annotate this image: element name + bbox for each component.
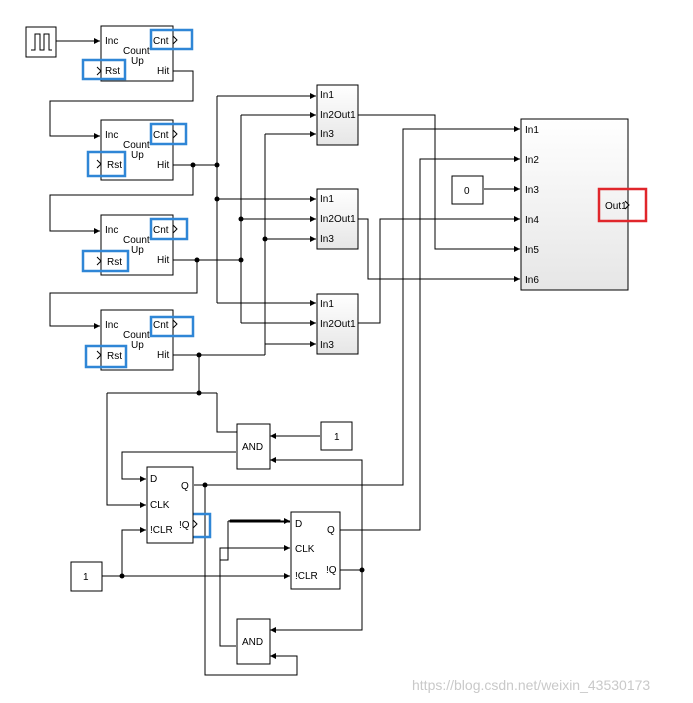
counter-hit-port: Hit (157, 255, 169, 266)
counter-hit-port: Hit (157, 66, 169, 77)
counter-subtitle: Up (131, 245, 144, 256)
selector-out-port: Out1 (334, 319, 356, 330)
counter-hit-port: Hit (157, 350, 169, 361)
counter-hit-port: Hit (157, 160, 169, 171)
selector-in1-port: In1 (320, 194, 334, 205)
big-in1-port: In1 (525, 125, 539, 136)
counter-rst-port: Rst (107, 257, 122, 268)
counter-title: Count (123, 140, 150, 151)
counter-block-2[interactable]: Inc Count Up Cnt Rst Hit (96, 119, 178, 181)
junctions (119, 162, 365, 579)
big-in2-port: In2 (525, 155, 539, 166)
constant-zero-block[interactable]: 0 (451, 175, 484, 205)
counter-block-1[interactable]: Inc Count Up Cnt Rst Hit (96, 25, 178, 82)
and-gate-top-label: AND (242, 442, 263, 453)
flipflop-q-port: Q (327, 525, 335, 536)
counter-inc-port: Inc (105, 36, 118, 47)
big-out-port: Out1 (605, 201, 627, 212)
counter-title: Count (123, 46, 150, 57)
flipflop-nq-port: !Q (326, 565, 337, 576)
flipflop-d-port: D (150, 474, 157, 485)
watermark-text: https://blog.csdn.net/weixin_43530173 (412, 677, 650, 693)
counter-inc-port: Inc (105, 130, 118, 141)
pulse-wave-icon (31, 33, 52, 51)
big-in6-port: In6 (525, 275, 539, 286)
constant-one-and-value: 1 (334, 432, 340, 443)
counter-rst-port: Rst (105, 66, 120, 77)
big-subsystem-block[interactable]: In1 In2 In3 In4 In5 In6 Out1 (520, 118, 630, 291)
flipflop-d-port: D (295, 519, 302, 530)
highlight-box-red (597, 187, 648, 223)
constant-one-clr-block[interactable]: 1 (70, 561, 103, 592)
selector-in2-port: In2 (320, 214, 334, 225)
and-gate-top[interactable]: AND (236, 423, 271, 470)
counter-subtitle: Up (131, 150, 144, 161)
and-gate-bottom-label: AND (242, 637, 263, 648)
big-in4-port: In4 (525, 215, 539, 226)
counter-rst-port: Rst (107, 351, 122, 362)
big-in3-port: In3 (525, 185, 539, 196)
selector-in1-port: In1 (320, 90, 334, 101)
flipflop-q-port: Q (181, 481, 189, 492)
selector-block-3[interactable]: In1 In2 In3 Out1 (316, 293, 359, 355)
selector-out-port: Out1 (334, 214, 356, 225)
selector-in3-port: In3 (320, 340, 334, 351)
counter-block-4[interactable]: Inc Count Up Cnt Rst Hit (96, 309, 178, 371)
constant-zero-value: 0 (464, 186, 470, 197)
counter-cnt-port: Cnt (153, 320, 169, 331)
counter-title: Count (123, 330, 150, 341)
counter-subtitle: Up (131, 56, 144, 67)
counter-cnt-port: Cnt (153, 225, 169, 236)
selector-in2-port: In2 (320, 319, 334, 330)
counter-title: Count (123, 235, 150, 246)
selector-in3-port: In3 (320, 129, 334, 140)
selector-block-1[interactable]: In1 In2 In3 Out1 (316, 84, 359, 146)
counter-cnt-port: Cnt (153, 130, 169, 141)
big-in5-port: In5 (525, 245, 539, 256)
selector-out-port: Out1 (334, 110, 356, 121)
flipflop-clr-port: !CLR (150, 525, 173, 536)
selector-block-2[interactable]: In1 In2 In3 Out1 (316, 188, 359, 250)
flipflop-clk-port: CLK (295, 544, 315, 555)
counter-subtitle: Up (131, 340, 144, 351)
flipflop-block-2[interactable]: D Q CLK !Q !CLR (290, 511, 341, 590)
and-gate-bottom[interactable]: AND (236, 618, 271, 665)
flipflop-clr-port: !CLR (295, 571, 318, 582)
counter-inc-port: Inc (105, 320, 118, 331)
constant-one-clr-value: 1 (83, 572, 89, 583)
flipflop-clk-port: CLK (150, 500, 170, 511)
flipflop-block-1[interactable]: D Q CLK !Q !CLR (146, 466, 198, 544)
selector-in3-port: In3 (320, 234, 334, 245)
pulse-generator-block[interactable] (25, 26, 57, 58)
counter-inc-port: Inc (105, 225, 118, 236)
selector-in2-port: In2 (320, 110, 334, 121)
highlight-boxes-blue (81, 28, 212, 539)
flipflop-nq-port: !Q (179, 520, 190, 531)
counter-block-3[interactable]: Inc Count Up Cnt Rst Hit (96, 214, 178, 276)
constant-one-and-block[interactable]: 1 (320, 421, 353, 451)
counter-rst-port: Rst (107, 160, 122, 171)
selector-in1-port: In1 (320, 299, 334, 310)
counter-cnt-port: Cnt (153, 36, 169, 47)
